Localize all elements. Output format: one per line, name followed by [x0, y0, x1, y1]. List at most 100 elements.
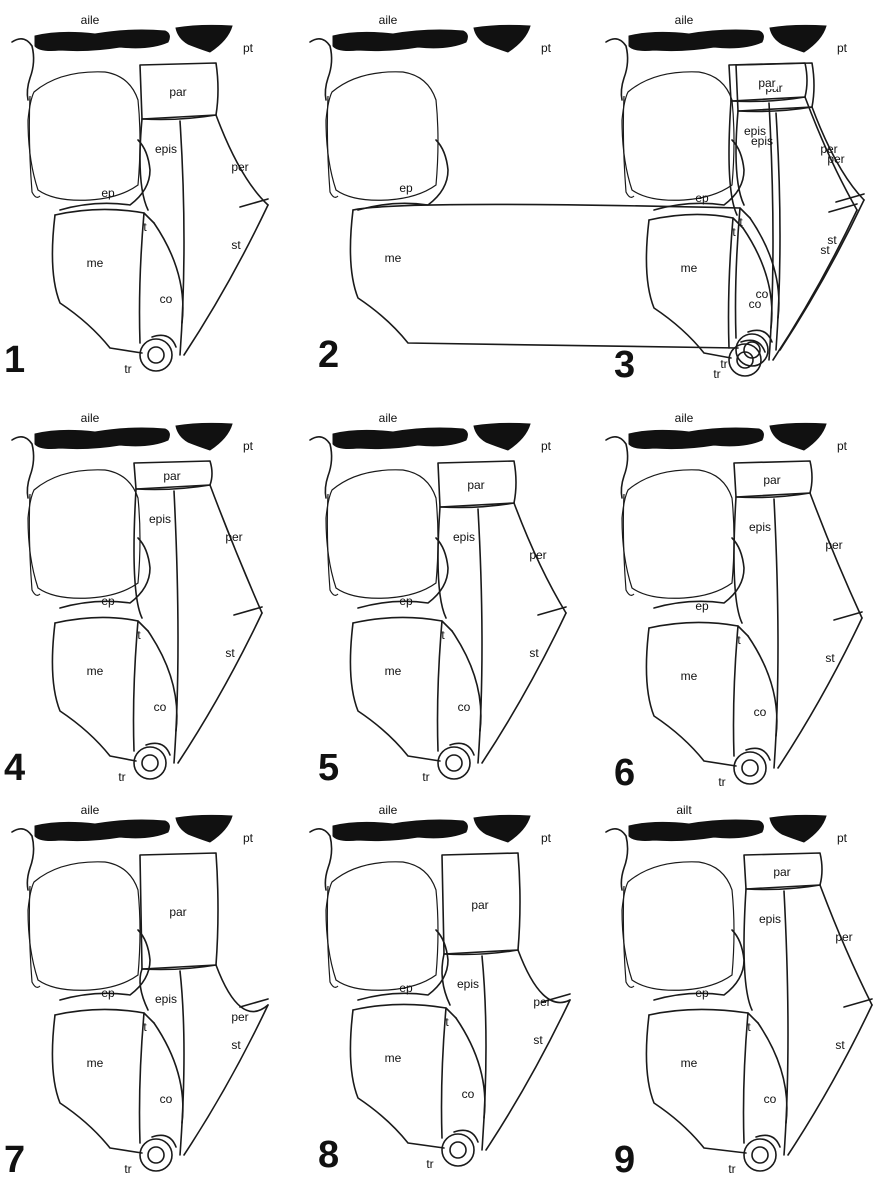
- ep-label: ep: [399, 982, 412, 994]
- st-label: st: [231, 1039, 240, 1051]
- pt-label: pt: [541, 42, 551, 54]
- t-label: t: [143, 1021, 146, 1033]
- me-label: me: [385, 252, 402, 264]
- st-label: st: [835, 1039, 844, 1051]
- t-label: t: [732, 226, 735, 238]
- aile-wing-shape: [629, 30, 763, 51]
- figure-number: 5: [318, 749, 339, 787]
- epis-label: epis: [155, 143, 177, 155]
- thorax-drawing: [0, 398, 294, 793]
- epis-label: epis: [759, 913, 781, 925]
- aile-label: aile: [675, 14, 694, 26]
- st-label: st: [820, 244, 829, 256]
- pt-wing-shape: [770, 815, 826, 842]
- t-label: t: [747, 1021, 750, 1033]
- me-label: me: [87, 1057, 104, 1069]
- epis-label: epis: [744, 125, 766, 137]
- pt-label: pt: [541, 440, 551, 452]
- thorax-drawing: [298, 398, 592, 793]
- par-label: par: [161, 470, 182, 482]
- pt-label: pt: [837, 42, 847, 54]
- epis-label: epis: [155, 993, 177, 1005]
- per-label: per: [835, 931, 852, 943]
- par-label: par: [771, 866, 792, 878]
- pt-wing-shape: [474, 815, 530, 842]
- thorax-drawing: [298, 0, 592, 395]
- thorax-diagram-7: aileptparepispereptstmecotr7: [0, 790, 294, 1185]
- figure-number: 4: [4, 749, 25, 787]
- per-label: per: [820, 143, 837, 155]
- aile-label: aile: [675, 412, 694, 424]
- pt-label: pt: [243, 832, 253, 844]
- per-label: per: [825, 539, 842, 551]
- co-label: co: [458, 701, 471, 713]
- thorax-drawing: [594, 790, 883, 1185]
- pt-label: pt: [541, 832, 551, 844]
- aile-wing-shape: [35, 820, 169, 841]
- co-label: co: [154, 701, 167, 713]
- me-label: me: [87, 257, 104, 269]
- me-label: me: [681, 1057, 698, 1069]
- aile-label: aile: [81, 14, 100, 26]
- oval-sclerite: [28, 72, 140, 200]
- pt-wing-shape: [474, 25, 530, 52]
- oval-sclerite: [326, 862, 438, 990]
- ep-label: ep: [101, 187, 114, 199]
- tr-label: tr: [728, 1163, 735, 1175]
- pt-label: pt: [837, 832, 847, 844]
- tr-label: tr: [118, 771, 125, 783]
- me-label: me: [87, 665, 104, 677]
- me-label: me: [681, 262, 698, 274]
- par-label: par: [167, 906, 188, 918]
- pt-label: pt: [243, 42, 253, 54]
- per-label: per: [533, 996, 550, 1008]
- st-label: st: [529, 647, 538, 659]
- ep-label: ep: [695, 987, 708, 999]
- ep-label: ep: [695, 192, 708, 204]
- figure-number: 8: [318, 1136, 339, 1174]
- pt-wing-shape: [176, 423, 232, 450]
- thorax-drawing: [0, 790, 294, 1185]
- co-label: co: [749, 298, 762, 310]
- aile-wing-shape: [35, 428, 169, 449]
- t-label: t: [441, 629, 444, 641]
- aile-wing-shape: [333, 428, 467, 449]
- aile-label: aile: [81, 412, 100, 424]
- par-label: par: [469, 899, 490, 911]
- co-label: co: [764, 1093, 777, 1105]
- figure-number: 6: [614, 754, 635, 792]
- co-label: co: [462, 1088, 475, 1100]
- ep-label: ep: [399, 182, 412, 194]
- ep-label: ep: [101, 595, 114, 607]
- co-label: co: [160, 1093, 173, 1105]
- per-label: per: [529, 549, 546, 561]
- co-label: co: [754, 706, 767, 718]
- epis-label: epis: [149, 513, 171, 525]
- thorax-diagram-3: aileptparepispereptstmecotr3: [594, 0, 883, 395]
- tr-label: tr: [124, 1163, 131, 1175]
- pt-wing-shape: [770, 25, 826, 52]
- per-label: per: [225, 531, 242, 543]
- thorax-drawing: [298, 790, 592, 1185]
- pt-label: pt: [837, 440, 847, 452]
- per-label: per: [231, 1011, 248, 1023]
- thorax-drawing: [594, 0, 883, 395]
- aile-label: aile: [379, 804, 398, 816]
- ep-label: ep: [101, 987, 114, 999]
- ep-label: ep: [399, 595, 412, 607]
- t-label: t: [137, 629, 140, 641]
- pt-wing-shape: [770, 423, 826, 450]
- per-label: per: [231, 161, 248, 173]
- me-label: me: [385, 1052, 402, 1064]
- aile-label: aile: [379, 412, 398, 424]
- oval-sclerite: [622, 862, 734, 990]
- t-label: t: [737, 634, 740, 646]
- st-label: st: [533, 1034, 542, 1046]
- tr-label: tr: [426, 1158, 433, 1170]
- par-label: par: [167, 86, 188, 98]
- pt-label: pt: [243, 440, 253, 452]
